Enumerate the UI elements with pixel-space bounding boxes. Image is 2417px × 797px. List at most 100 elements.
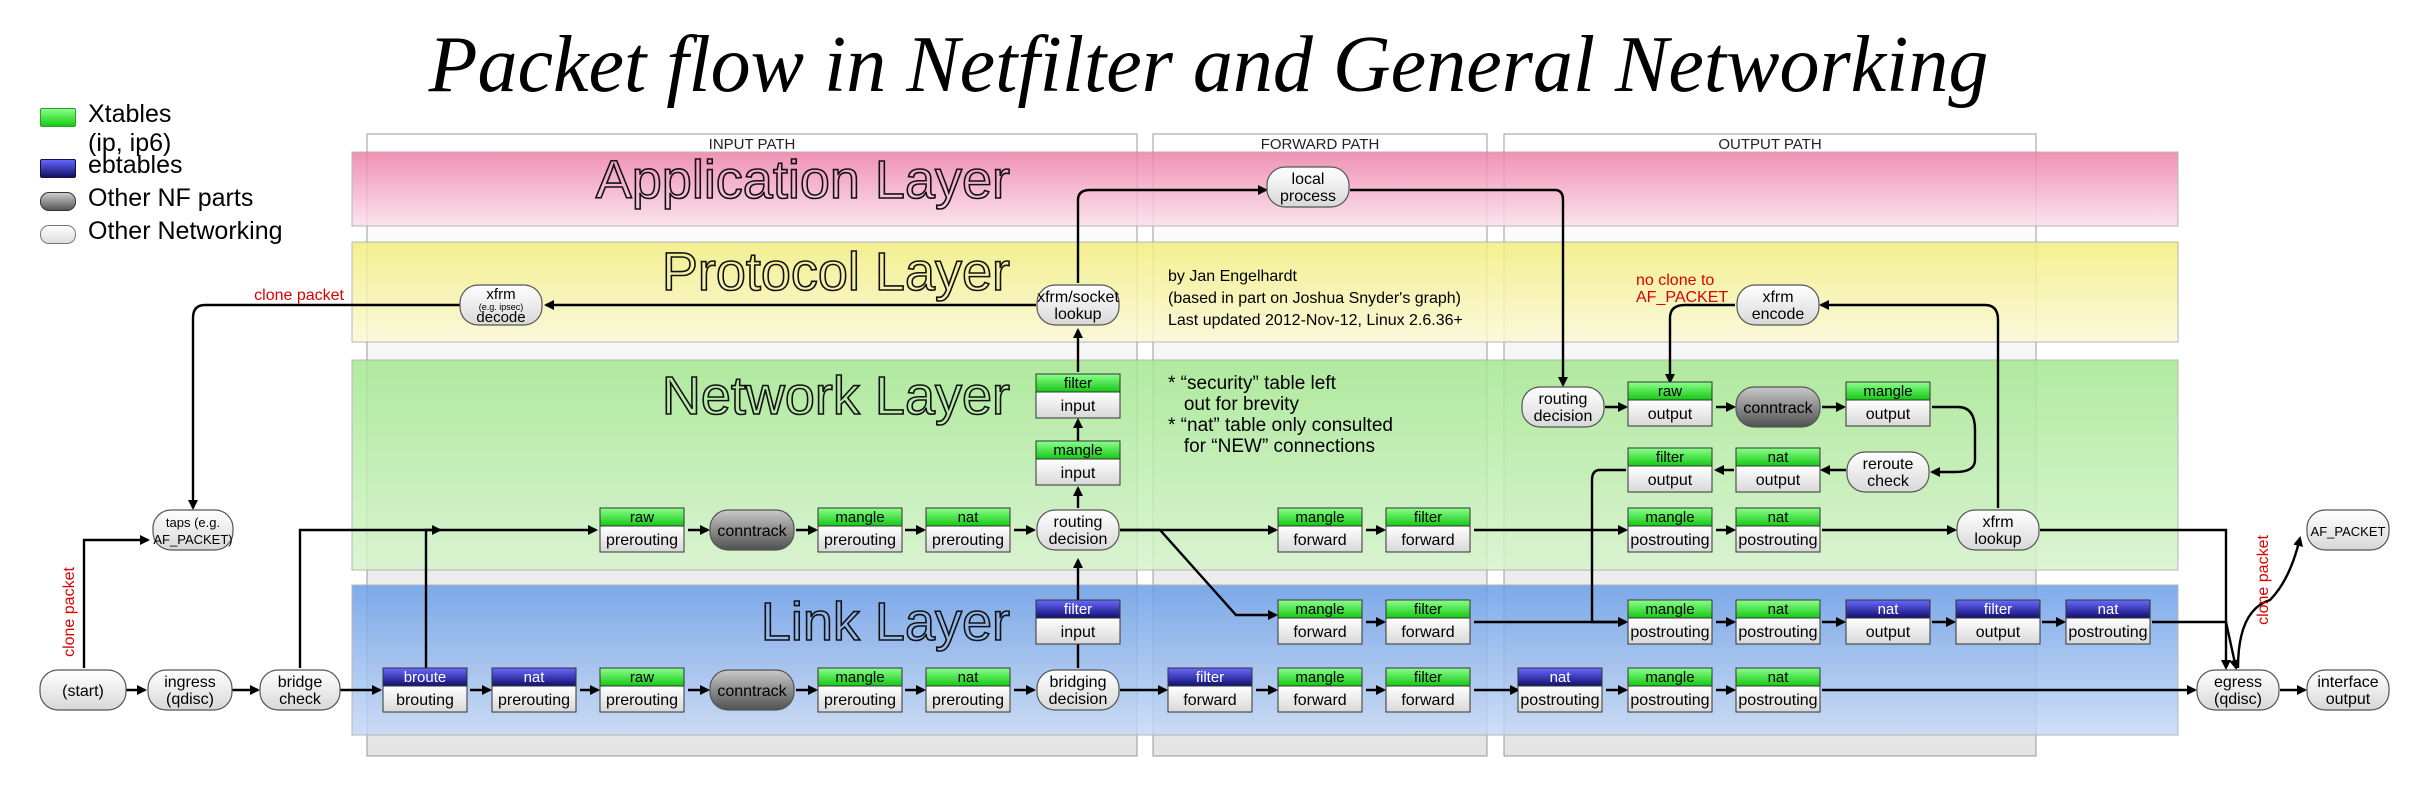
node-ingress: ingress(qdisc) (147, 669, 233, 711)
chain-name: prerouting (606, 692, 678, 709)
node-label: routing (1054, 514, 1103, 531)
nf-node-shape (709, 669, 795, 711)
chain-box (1735, 465, 1821, 493)
net-node-shape (1036, 669, 1120, 711)
legend-label: ebtables (88, 151, 183, 179)
chain-box (1735, 685, 1821, 713)
node-label: decode (476, 309, 525, 326)
path-column-label: OUTPUT PATH (1718, 136, 1821, 153)
table-name: nat (958, 669, 980, 686)
table-name: mangle (835, 509, 884, 526)
chain-box (1955, 617, 2041, 645)
legend-item-ebtables: ebtables (40, 151, 283, 184)
flow-edge (1120, 528, 1278, 620)
chain-box (1627, 399, 1713, 427)
chain-box (599, 685, 685, 713)
chain-name: output (1976, 624, 2021, 641)
node-label: decision (1534, 408, 1593, 425)
chain-name: output (1866, 624, 1911, 641)
no-clone-label: AF_PACKET (1636, 289, 1728, 306)
table-name: raw (1658, 383, 1682, 400)
chain-box (1517, 685, 1603, 713)
node-sublabel: (e.g. ipsec) (479, 302, 524, 312)
table-name: filter (1414, 669, 1442, 686)
legend-label: Xtables (88, 100, 172, 128)
node-conntrack-link: conntrack (709, 669, 795, 711)
net-node-shape (152, 509, 234, 551)
flow-edge (298, 525, 442, 668)
clone-packet-label: clone packet (61, 567, 78, 657)
table-name: nat (1878, 601, 1900, 618)
node-label: ingress (164, 674, 216, 691)
node-label: check (279, 691, 322, 708)
table-name: mangle (1295, 669, 1344, 686)
node-label: egress (2214, 674, 2262, 691)
chain-name: forward (1183, 692, 1236, 709)
node-label: bridge (278, 674, 323, 691)
table-name: nat (958, 509, 980, 526)
node-af-packet: AF_PACKET (2306, 509, 2390, 551)
node-label: conntrack (717, 523, 787, 540)
net-node-shape (2306, 509, 2390, 551)
chain-name: input (1061, 465, 1096, 482)
ebtables-swatch-icon (40, 159, 76, 178)
chain-box (1035, 391, 1121, 419)
flow-edge (2152, 620, 2240, 670)
flow-edge (1076, 185, 1268, 283)
node-label: reroute (1863, 456, 1914, 473)
net-node-shape (1846, 451, 1930, 493)
node-egress: egress(qdisc) (2196, 669, 2280, 711)
credit-line: (based in part on Joshua Snyder's graph) (1168, 290, 1461, 307)
path-column-label: FORWARD PATH (1261, 136, 1380, 153)
node-label: output (2326, 691, 2371, 708)
flow-edge (188, 303, 460, 510)
flow-edge (2236, 536, 2304, 669)
legend-label: Other Networking (88, 217, 283, 245)
chain-name: input (1061, 398, 1096, 415)
node-label: (start) (62, 683, 104, 700)
chain-box (1277, 525, 1363, 553)
chain-name: postrouting (1738, 532, 1817, 549)
net-node-shape (1521, 386, 1605, 428)
nf-node-shape (709, 509, 795, 551)
net-node-shape (1036, 284, 1120, 326)
chain-box (382, 685, 468, 713)
flow-edge (82, 535, 150, 668)
net-node-shape (2196, 669, 2280, 711)
chain-name: postrouting (1738, 624, 1817, 641)
table-name: nat (2098, 601, 2120, 618)
table-name: mangle (1053, 442, 1102, 459)
table-name: mangle (835, 669, 884, 686)
table-name: nat (1550, 669, 1572, 686)
chain-box (817, 685, 903, 713)
note-line: * “nat” table only consulted (1168, 415, 1393, 436)
node-label: routing (1539, 391, 1588, 408)
flow-edge (1665, 303, 1735, 384)
chain-box (1845, 617, 1931, 645)
layer-title: Application Layer (596, 150, 1010, 210)
node-label: xfrm (1982, 514, 2013, 531)
table-name: filter (1414, 601, 1442, 618)
net-node-shape (1956, 509, 2040, 551)
legend: Xtables(ip, ip6) ebtables Other NF parts… (40, 100, 283, 250)
layer-band-proto (351, 241, 2179, 343)
chain-box (491, 685, 577, 713)
node-mangle-input: mangle input (1035, 440, 1121, 486)
